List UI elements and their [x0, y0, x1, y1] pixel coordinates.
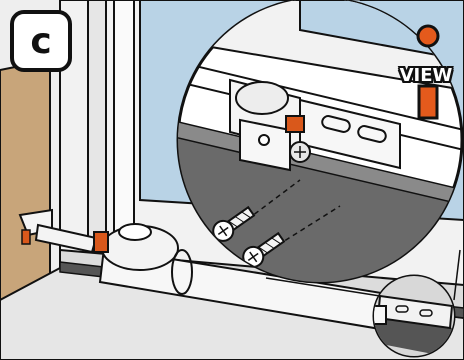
closer-end-knob [119, 224, 151, 240]
frame-mullion-right [114, 0, 134, 240]
view-label: VIEW [398, 64, 454, 86]
bracket-red-tab [22, 230, 30, 244]
frame-mullion-left [88, 0, 106, 250]
step-letter: c [30, 21, 51, 62]
step-badge: c [10, 10, 72, 72]
closer-red-clip [94, 232, 108, 252]
